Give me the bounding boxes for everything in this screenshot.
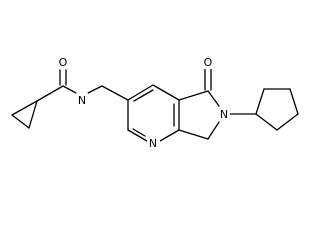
bond	[276, 113, 299, 131]
atom-label-oxygen: O	[204, 56, 213, 69]
bond	[159, 129, 180, 142]
bond	[28, 100, 38, 129]
bond	[36, 85, 64, 102]
cyclopentane-ring	[229, 88, 299, 131]
bond	[289, 88, 299, 115]
atom-labels: O N N O N	[57, 55, 230, 150]
double-bond	[133, 89, 154, 102]
amide-group	[36, 69, 103, 102]
bond	[178, 129, 209, 140]
bond	[207, 121, 220, 140]
lactam-ring	[178, 68, 220, 140]
bond	[178, 90, 209, 101]
bond	[255, 113, 278, 131]
bond	[11, 100, 38, 116]
atom-label-nitrogen: N	[149, 137, 157, 150]
atom-label-nitrogen: N	[220, 108, 228, 121]
bond	[127, 84, 154, 101]
molecule-structure: O N N O N	[11, 55, 299, 150]
bond	[207, 90, 220, 107]
bond	[11, 114, 30, 129]
atom-label-oxygen: O	[59, 56, 68, 69]
bond	[255, 88, 265, 115]
cyclopropane-ring	[11, 100, 38, 129]
atom-label-nitrogen: N	[78, 94, 86, 107]
bond	[87, 85, 103, 94]
bond	[101, 85, 129, 101]
pyridine-ring	[127, 84, 180, 142]
bond	[127, 129, 148, 142]
methylene-linker	[101, 85, 129, 101]
bond	[152, 84, 180, 101]
double-bond	[132, 128, 146, 137]
bond	[62, 85, 77, 94]
